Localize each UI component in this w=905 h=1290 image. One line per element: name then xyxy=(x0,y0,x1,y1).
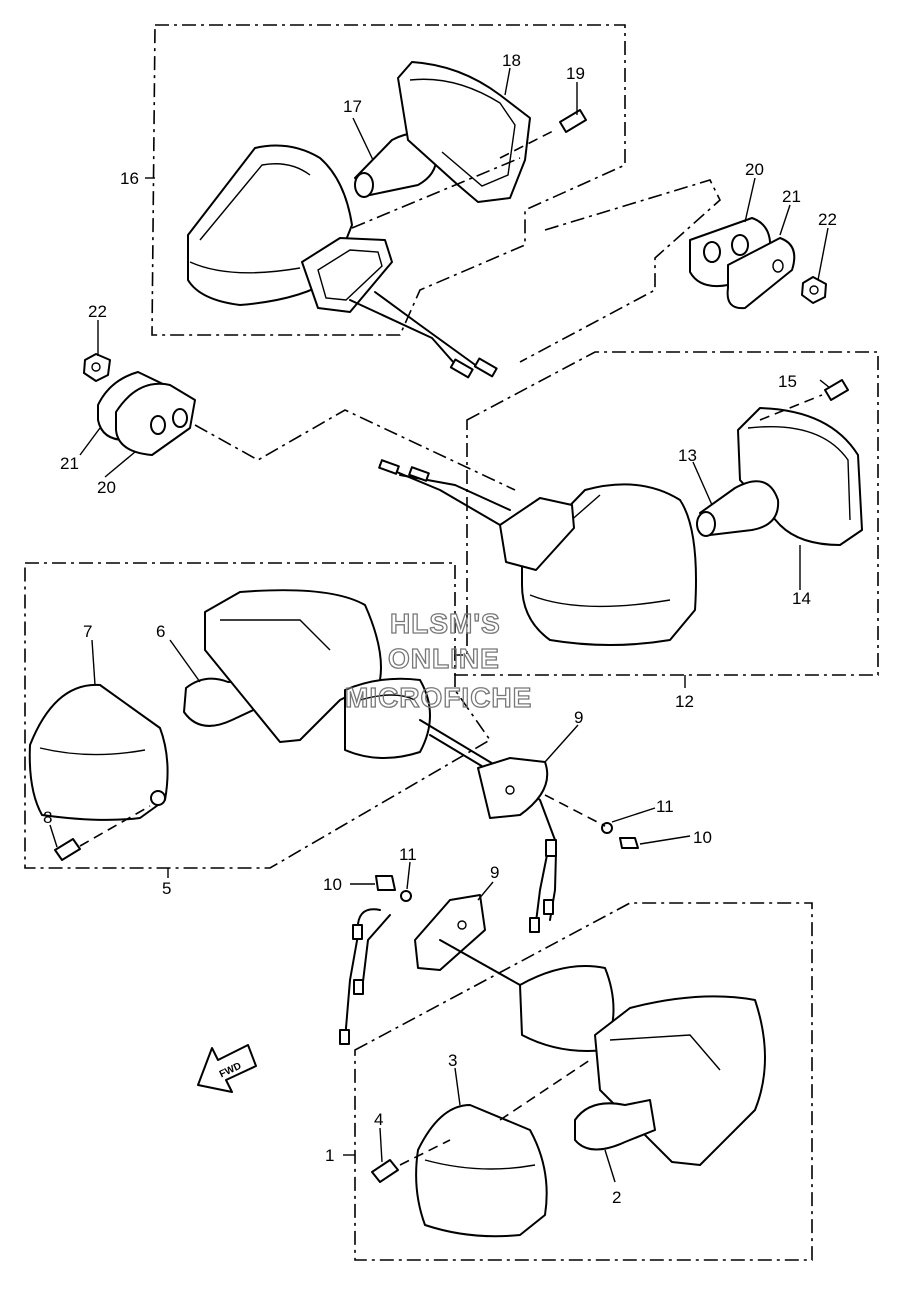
callout-20-right: 20 xyxy=(745,160,764,179)
callout-22-left: 22 xyxy=(88,302,107,321)
fwd-arrow-icon: FWD xyxy=(197,1044,257,1093)
assembly-12-rear-right-signal xyxy=(378,351,879,676)
watermark-line-2: ONLINE xyxy=(388,643,500,674)
assembly-5-front-left-signal xyxy=(24,562,639,933)
callout-3: 3 xyxy=(448,1051,457,1070)
callout-11-upper: 11 xyxy=(656,797,674,816)
callout-19: 19 xyxy=(566,64,585,83)
callout-13: 13 xyxy=(678,446,697,465)
callout-10-lower: 10 xyxy=(323,875,342,894)
callout-17: 17 xyxy=(343,97,362,116)
callout-4: 4 xyxy=(374,1110,383,1129)
watermark: HLSM'S ONLINE MICROFICHE xyxy=(344,607,532,713)
assembly-1-rear-left-signal xyxy=(339,875,813,1261)
callout-9-lower: 9 xyxy=(490,863,499,882)
leader-lines xyxy=(49,67,831,1183)
callout-labels: 16 17 18 19 20 21 22 22 21 20 15 13 14 1… xyxy=(43,51,837,1207)
callout-10-upper: 10 xyxy=(693,828,712,847)
callout-21-right: 21 xyxy=(782,187,801,206)
damper-set-right xyxy=(519,179,827,363)
assembly-16-front-right-signal xyxy=(151,24,626,379)
callout-5: 5 xyxy=(162,879,171,898)
callout-15: 15 xyxy=(778,372,797,391)
callout-22-right: 22 xyxy=(818,210,837,229)
watermark-line-3: MICROFICHE xyxy=(345,682,532,713)
callout-14: 14 xyxy=(792,589,811,608)
callout-20-left: 20 xyxy=(97,478,116,497)
callout-21-left: 21 xyxy=(60,454,79,473)
watermark-line-1: HLSM'S xyxy=(390,608,501,639)
callout-12: 12 xyxy=(675,692,694,711)
callout-9-upper: 9 xyxy=(574,708,583,727)
callout-16: 16 xyxy=(120,169,139,188)
callout-2: 2 xyxy=(612,1188,621,1207)
callout-18: 18 xyxy=(502,51,521,70)
callout-7: 7 xyxy=(83,622,92,641)
callout-6: 6 xyxy=(156,622,165,641)
callout-1: 1 xyxy=(325,1146,334,1165)
callout-11-lower: 11 xyxy=(399,845,417,864)
callout-8: 8 xyxy=(43,808,52,827)
damper-set-left xyxy=(83,353,516,491)
